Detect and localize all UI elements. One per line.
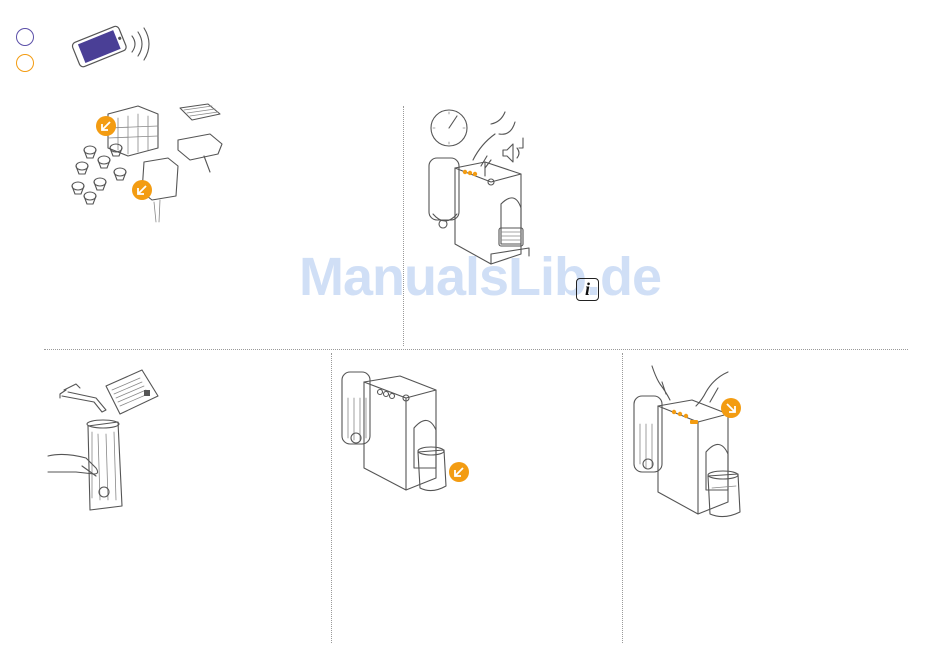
machine-rinse-illustration: [632, 364, 752, 520]
divider-horizontal: [44, 349, 908, 350]
capsules-and-packaging-illustration: [60, 100, 230, 225]
legend-circle-orange: [16, 54, 34, 72]
water-tank-fill-illustration: [46, 368, 166, 512]
divider-top-vertical: [403, 106, 404, 346]
watermark-text: ManualsLib.de: [290, 250, 670, 304]
info-icon-label: i: [585, 279, 590, 299]
machine-place-cup-illustration: [340, 368, 475, 496]
divider-bottom-right: [622, 353, 623, 643]
legend-circle-purple: [16, 28, 34, 46]
smartphone-wireless-icon: [68, 24, 158, 68]
info-icon: i: [576, 278, 599, 301]
divider-bottom-left: [331, 353, 332, 643]
